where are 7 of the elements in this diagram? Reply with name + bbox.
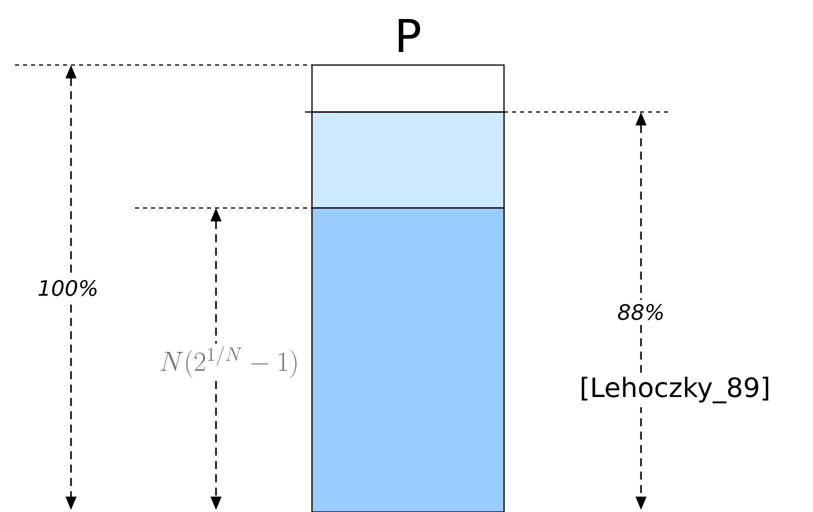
- percent-label: 88%: [613, 300, 669, 324]
- node-label: P: [398, 18, 420, 52]
- formula-label: $N(2^{1/N} - 1)$: [156, 344, 302, 380]
- bar-segment: [311, 207, 505, 512]
- citation-label: [Lehoczky_89]: [576, 372, 775, 408]
- bar-segment: [311, 111, 505, 209]
- percent-label: 100%: [34, 276, 102, 300]
